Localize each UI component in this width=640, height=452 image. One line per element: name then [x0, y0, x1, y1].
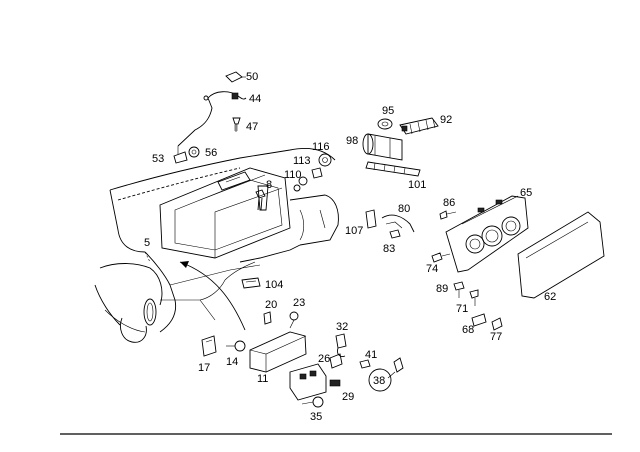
part-11-box [249, 331, 307, 373]
label-65: 65 [520, 187, 532, 199]
part-29-block [289, 363, 341, 401]
part-86-screw [439, 210, 457, 220]
label-14: 14 [226, 356, 238, 368]
dashboard-outline [94, 148, 339, 343]
part-116-knob [318, 153, 332, 167]
label-104: 104 [265, 279, 283, 291]
part-92-harness [399, 117, 439, 135]
label-68: 68 [462, 324, 474, 336]
label-74: 74 [426, 263, 438, 275]
label-8: 8 [266, 179, 272, 191]
leader-arrow [179, 261, 246, 331]
label-83: 83 [383, 243, 395, 255]
label-41: 41 [365, 349, 377, 361]
label-113: 113 [293, 155, 311, 167]
part-53-bracket [173, 146, 188, 164]
part-107-clip [365, 209, 377, 229]
part-65-instrument-panel [445, 195, 529, 273]
part-41-screw [359, 359, 371, 369]
label-50: 50 [246, 71, 258, 83]
label-20: 20 [265, 299, 277, 311]
label-98: 98 [346, 135, 358, 147]
label-26: 26 [318, 353, 330, 365]
part-8-lock [255, 189, 266, 211]
label-71: 71 [456, 303, 468, 315]
label-29: 29 [342, 391, 354, 403]
part-71-screw [469, 289, 479, 306]
label-107: 107 [345, 225, 363, 237]
arrow-head [180, 261, 189, 268]
label-110: 110 [284, 169, 302, 181]
part-17-latch [201, 335, 217, 357]
part-101-strip [365, 161, 421, 177]
label-92: 92 [440, 114, 452, 126]
part-47-screw [232, 117, 241, 132]
glovebox-housing [159, 167, 291, 259]
part-98-cylinder [362, 133, 403, 161]
part-38-grommet [368, 357, 404, 392]
label-77: 77 [490, 331, 502, 343]
part-113-bulb [311, 167, 323, 179]
label-17: 17 [198, 362, 210, 374]
part-62-cover [517, 211, 605, 299]
part-104-bracket [241, 277, 261, 289]
label-5: 5 [144, 237, 150, 249]
part-83-screw [389, 229, 401, 239]
label-11: 11 [257, 373, 268, 385]
part-56-grommet [188, 146, 200, 158]
part-89-screw [453, 281, 465, 298]
label-116: 116 [312, 141, 330, 153]
part-77-clip [491, 317, 503, 331]
label-80: 80 [398, 203, 410, 215]
label-86: 86 [443, 197, 455, 209]
label-62: 62 [544, 291, 556, 303]
part-110-socket [293, 176, 308, 192]
label-44: 44 [249, 93, 261, 105]
part-26-switch [329, 353, 343, 369]
part-68-clip [471, 313, 487, 327]
part-20-clip [263, 311, 272, 325]
label-47: 47 [246, 121, 258, 133]
part-80-wire [381, 214, 415, 233]
part-23-screw [289, 311, 299, 329]
label-53: 53 [152, 153, 164, 165]
part-95-cap [377, 118, 393, 130]
part-35-screw [301, 396, 324, 408]
label-38: 38 [373, 375, 385, 387]
label-89: 89 [436, 283, 448, 295]
part-14-screw [226, 340, 246, 352]
part-74-screw [431, 252, 451, 263]
part-50-clip [225, 71, 246, 83]
part-32-connector [335, 333, 347, 357]
part-44-cable [177, 91, 247, 147]
label-23: 23 [293, 297, 305, 309]
part-labels: 50 44 47 56 53 95 92 98 101 116 113 110 … [144, 71, 556, 423]
label-56: 56 [205, 147, 217, 159]
label-101: 101 [408, 179, 426, 191]
label-32: 32 [336, 321, 348, 333]
label-35: 35 [310, 411, 322, 423]
label-95: 95 [382, 105, 394, 117]
